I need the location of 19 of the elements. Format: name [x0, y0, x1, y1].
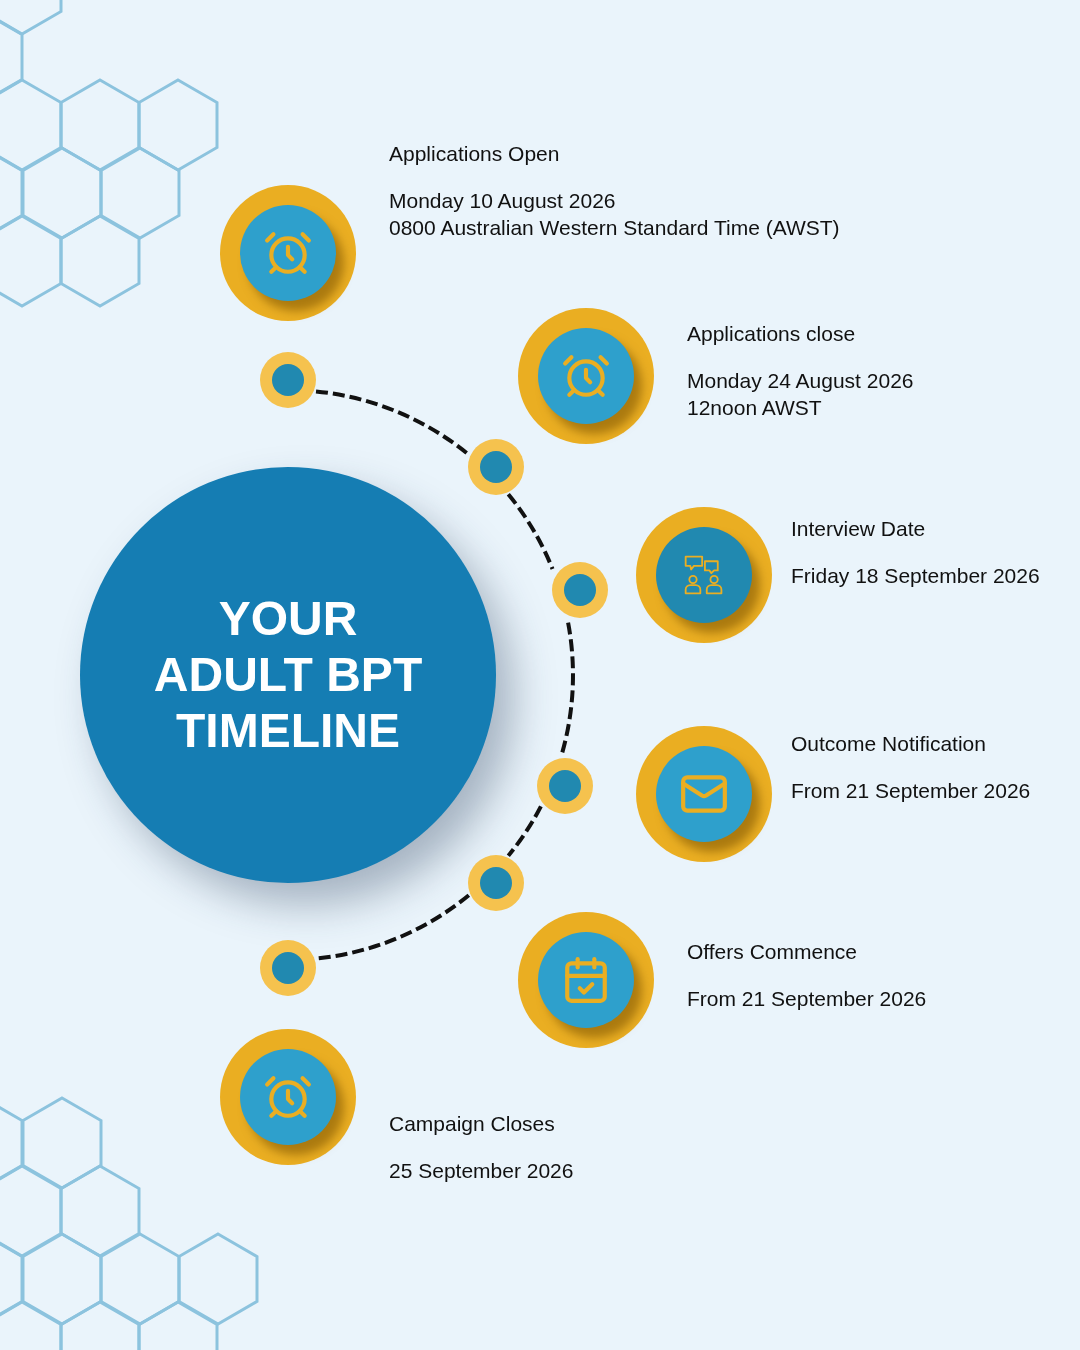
- milestone-date: Monday 24 August 2026: [687, 368, 914, 394]
- title-text: YOUR ADULT BPT TIMELINE: [153, 591, 423, 759]
- milestone-date: Monday 10 August 2026: [389, 188, 617, 214]
- milestone-date: Friday 18 September 2026: [791, 563, 1040, 589]
- milestone-date: 12noon AWST: [687, 395, 823, 421]
- milestone-date: 0800 Australian Western Standard Time (AWST): [389, 215, 840, 241]
- dashed-connector: [315, 389, 470, 457]
- dashed-connector: [506, 805, 543, 858]
- milestone-heading: Outcome Notification: [791, 731, 987, 757]
- milestone-date: 25 September 2026: [389, 1158, 574, 1184]
- milestone-heading: Campaign Closes: [389, 1111, 556, 1137]
- milestone-heading: Applications close: [687, 321, 857, 347]
- milestone-heading: Offers Commence: [687, 939, 858, 965]
- milestone-heading: Applications Open: [389, 141, 561, 167]
- milestone-heading: Interview Date: [791, 516, 927, 542]
- milestone-date: From 21 September 2026: [687, 986, 927, 1012]
- dashed-connector: [506, 493, 555, 570]
- milestone-date: From 21 September 2026: [791, 778, 1031, 804]
- dashed-connector: [559, 622, 575, 756]
